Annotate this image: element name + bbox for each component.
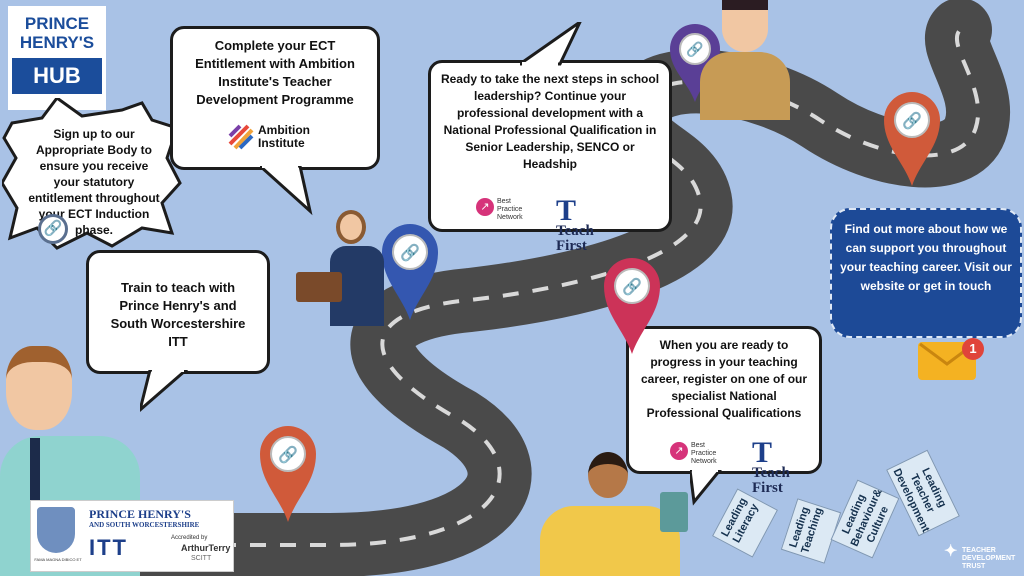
bpn-logo-2: ↗ Best Practice Network <box>670 442 717 466</box>
logo-line1: PRINCE <box>24 14 90 33</box>
leadership-bubble: Ready to take the next steps in school l… <box>428 60 672 232</box>
bpn-line1-2: Best <box>691 442 706 449</box>
bpn-arrow-icon-2: ↗ <box>670 442 688 460</box>
notification-badge: 1 <box>962 338 984 360</box>
bpn-line2-2: Practice <box>691 450 717 457</box>
pin-orange-bottom[interactable]: 🔗 <box>258 424 318 524</box>
svg-text:🔗: 🔗 <box>400 243 420 262</box>
specialist-bubble-tail <box>690 470 722 506</box>
crest-motto: FAMA MAGNA DIBICO ET <box>34 557 82 562</box>
itt-logo-accredited: Accredited by <box>171 535 208 541</box>
ect-text: Complete your ECT Entitlement with Ambit… <box>195 38 355 107</box>
link-icon[interactable]: 🔗 <box>38 214 68 244</box>
leadership-text: Ready to take the next steps in school l… <box>440 72 660 171</box>
itt-logo-arthur: ArthurTerry <box>181 543 231 553</box>
tdt-line3: TRUST <box>962 563 986 570</box>
svg-text:🔗: 🔗 <box>622 277 642 296</box>
teachfirst-t-2: T <box>752 436 773 469</box>
teachfirst-t: T <box>556 194 577 227</box>
logo-line3: HUB <box>12 58 102 94</box>
bpn-line3-2: Network <box>691 458 717 465</box>
svg-text:🔗: 🔗 <box>686 40 704 58</box>
crest-icon <box>37 507 75 553</box>
bpn-line2: Practice <box>497 206 523 213</box>
bpn-logo: ↗ Best Practice Network <box>476 198 523 222</box>
ect-bubble: Complete your ECT Entitlement with Ambit… <box>170 26 380 170</box>
support-bubble[interactable]: Find out more about how we can support y… <box>830 208 1022 338</box>
itt-logo-title2: AND SOUTH WORCESTERSHIRE <box>89 521 200 529</box>
tdt-mark-icon: ✦ <box>944 543 958 560</box>
woman-book-illustration <box>296 206 396 326</box>
itt-logo-itt: ITT <box>89 535 128 560</box>
svg-text:🔗: 🔗 <box>902 111 922 130</box>
itt-logo-scitt: SCITT <box>191 555 212 562</box>
itt-bubble-tail <box>140 370 189 412</box>
appropriate-body-text: Sign up to our Appropriate Body to ensur… <box>28 127 160 237</box>
bpn-line3: Network <box>497 214 523 221</box>
teachfirst-logo-2: T Teach First <box>752 436 790 496</box>
teachfirst-line2: First <box>556 238 587 254</box>
bpn-line1: Best <box>497 198 512 205</box>
specialist-text: When you are ready to progress in your t… <box>640 338 808 420</box>
teachfirst-line1: Teach <box>556 223 594 239</box>
teachfirst-logo: T Teach First <box>556 194 594 254</box>
man-book-illustration <box>540 452 690 576</box>
ambition-institute-logo: Ambition Institute <box>228 124 310 155</box>
bpn-arrow-icon: ↗ <box>476 198 494 216</box>
ambition-line1: Ambition <box>258 123 310 137</box>
prince-henrys-hub-logo: PRINCE HENRY'S HUB <box>8 6 106 110</box>
spiky-bubble <box>2 98 182 250</box>
specialist-bubble: When you are ready to progress in your t… <box>626 326 822 474</box>
teachfirst-line2-2: First <box>752 480 783 496</box>
itt-logo-box: FAMA MAGNA DIBICO ET PRINCE HENRY'S AND … <box>30 500 234 572</box>
pin-purple[interactable]: 🔗 <box>668 22 722 104</box>
tdt-line2: DEVELOPMENT <box>962 555 1016 562</box>
woman-top-illustration <box>700 0 790 120</box>
ambition-line2: Institute <box>258 136 305 150</box>
svg-text:🔗: 🔗 <box>278 445 298 464</box>
ect-bubble-tail <box>260 166 313 216</box>
leadership-bubble-tail <box>520 22 582 66</box>
logo-line2: HENRY'S <box>19 33 95 52</box>
pin-orange-top[interactable]: 🔗 <box>882 90 942 188</box>
teachfirst-line1-2: Teach <box>752 465 790 481</box>
itt-logo-title1: PRINCE HENRY'S <box>89 507 191 521</box>
itt-bubble: Train to teach with Prince Henry's and S… <box>86 250 270 374</box>
pin-blue[interactable]: 🔗 <box>380 222 440 322</box>
support-text: Find out more about how we can support y… <box>840 222 1012 293</box>
itt-text: Train to teach with Prince Henry's and S… <box>110 280 246 349</box>
tdt-logo: ✦ TEACHER DEVELOPMENT TRUST <box>944 544 1020 574</box>
ambition-mark-icon <box>228 124 254 150</box>
pin-pink[interactable]: 🔗 <box>602 256 662 356</box>
tdt-line1: TEACHER <box>962 547 996 554</box>
